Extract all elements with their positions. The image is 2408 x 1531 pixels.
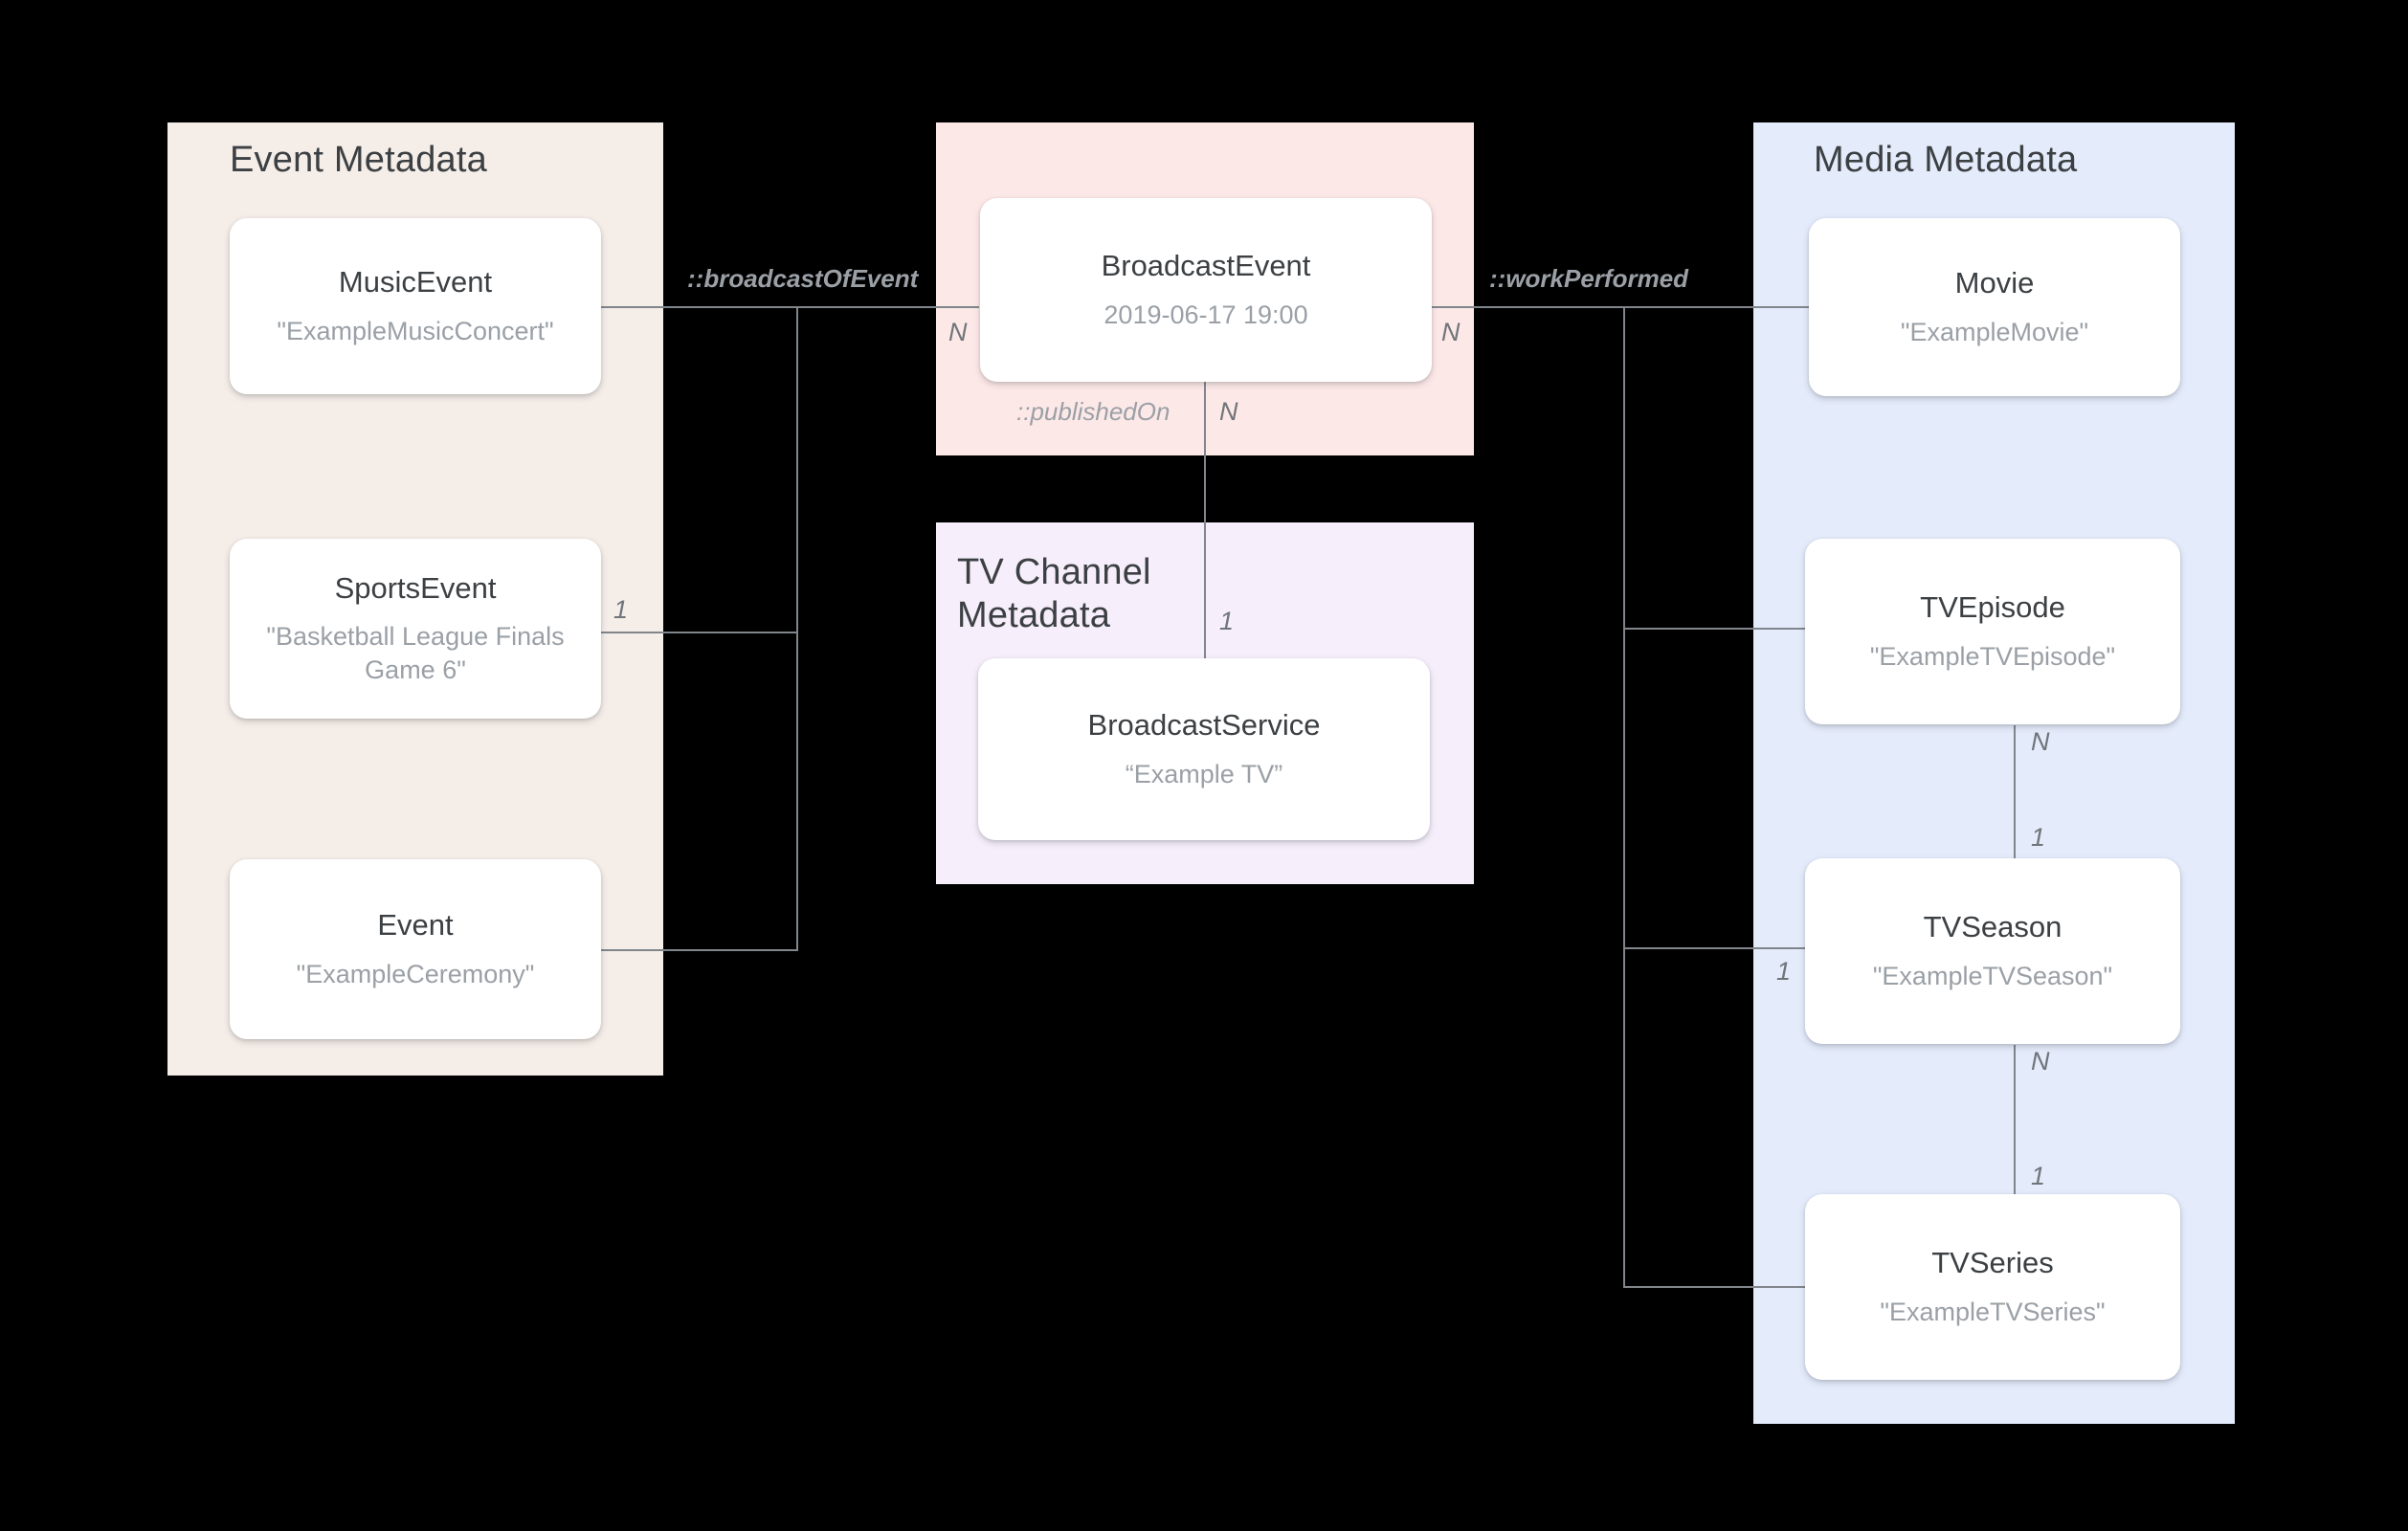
group-title-media-metadata: Media Metadata [1814,140,2078,180]
edge-trunk-to-broadcast-event [796,306,979,308]
cardinality-episode-to-season-n: N [2031,727,2050,756]
node-broadcast-service-type: BroadcastService [1087,708,1321,743]
node-sports-event[interactable]: SportsEvent "Basketball League Finals Ga… [230,539,601,719]
relationship-label-published-on: ::publishedOn [1016,397,1171,426]
node-event[interactable]: Event "ExampleCeremony" [230,859,601,1039]
node-sports-event-type: SportsEvent [334,570,497,605]
node-broadcast-event-value: 2019-06-17 19:00 [1104,300,1308,329]
node-broadcast-service[interactable]: BroadcastService “Example TV” [978,658,1430,840]
edge-right-trunk-to-movie [1623,306,1811,308]
node-music-event-value: "ExampleMusicConcert" [277,316,554,345]
node-broadcast-service-value: “Example TV” [1125,759,1283,788]
node-tv-series-value: "ExampleTVSeries" [1880,1297,2106,1326]
relationship-label-work-performed: ::workPerformed [1489,264,1689,293]
node-tv-episode-value: "ExampleTVEpisode" [1869,641,2116,671]
node-tv-season-value: "ExampleTVSeason" [1872,961,2113,990]
node-tv-series-type: TVSeries [1931,1246,2054,1280]
relationship-label-broadcast-of-event: ::broadcastOfEvent [687,264,919,293]
node-music-event-type: MusicEvent [338,265,493,300]
node-event-type: Event [377,908,454,943]
edge-right-trunk-to-tv-episode [1623,628,1811,630]
edge-right-trunk-vertical [1623,306,1625,1288]
edge-tv-season-to-tv-series [2014,1045,2016,1227]
node-movie-type: Movie [1954,266,2035,300]
group-title-event-metadata: Event Metadata [230,140,487,180]
cardinality-broadcast-left: N [948,318,968,346]
node-event-value: "ExampleCeremony" [296,959,535,988]
node-music-event[interactable]: MusicEvent "ExampleMusicConcert" [230,218,601,394]
node-movie-value: "ExampleMovie" [1900,317,2089,346]
edge-left-trunk-vertical [796,306,798,951]
edge-tv-episode-to-tv-season [2014,725,2016,907]
cardinality-season-to-series-n: N [2031,1047,2050,1076]
node-broadcast-event-type: BroadcastEvent [1101,249,1311,283]
cardinality-broadcast-right: N [1441,318,1460,346]
node-broadcast-event[interactable]: BroadcastEvent 2019-06-17 19:00 [980,198,1432,382]
node-tv-episode-type: TVEpisode [1920,590,2065,625]
cardinality-season-to-series-one: 1 [2031,1162,2046,1190]
edge-sports-event-to-trunk [600,632,797,633]
cardinality-sports-to-broadcast: 1 [613,595,629,624]
node-tv-season-type: TVSeason [1923,910,2062,944]
node-tv-series[interactable]: TVSeries "ExampleTVSeries" [1805,1194,2180,1380]
cardinality-broadcast-service-one: 1 [1219,607,1235,635]
cardinality-published-on-n: N [1219,397,1238,426]
edge-event-to-trunk [600,949,797,951]
node-tv-season[interactable]: TVSeason "ExampleTVSeason" [1805,858,2180,1044]
edge-right-trunk-to-tv-season [1623,947,1811,949]
edge-broadcast-event-to-right-trunk [1432,306,1625,308]
edge-music-event-to-trunk [600,306,797,308]
node-sports-event-value: "Basketball League Finals Game 6" [266,622,565,685]
edge-broadcast-event-to-broadcast-service [1204,381,1206,658]
edge-right-trunk-to-tv-series [1623,1286,1811,1288]
cardinality-episode-to-season-one: 1 [2031,823,2046,852]
cardinality-season-left-one: 1 [1776,957,1792,986]
node-movie[interactable]: Movie "ExampleMovie" [1809,218,2180,396]
node-tv-episode[interactable]: TVEpisode "ExampleTVEpisode" [1805,539,2180,724]
group-title-tv-channel-metadata: TV Channel Metadata [957,552,1151,635]
